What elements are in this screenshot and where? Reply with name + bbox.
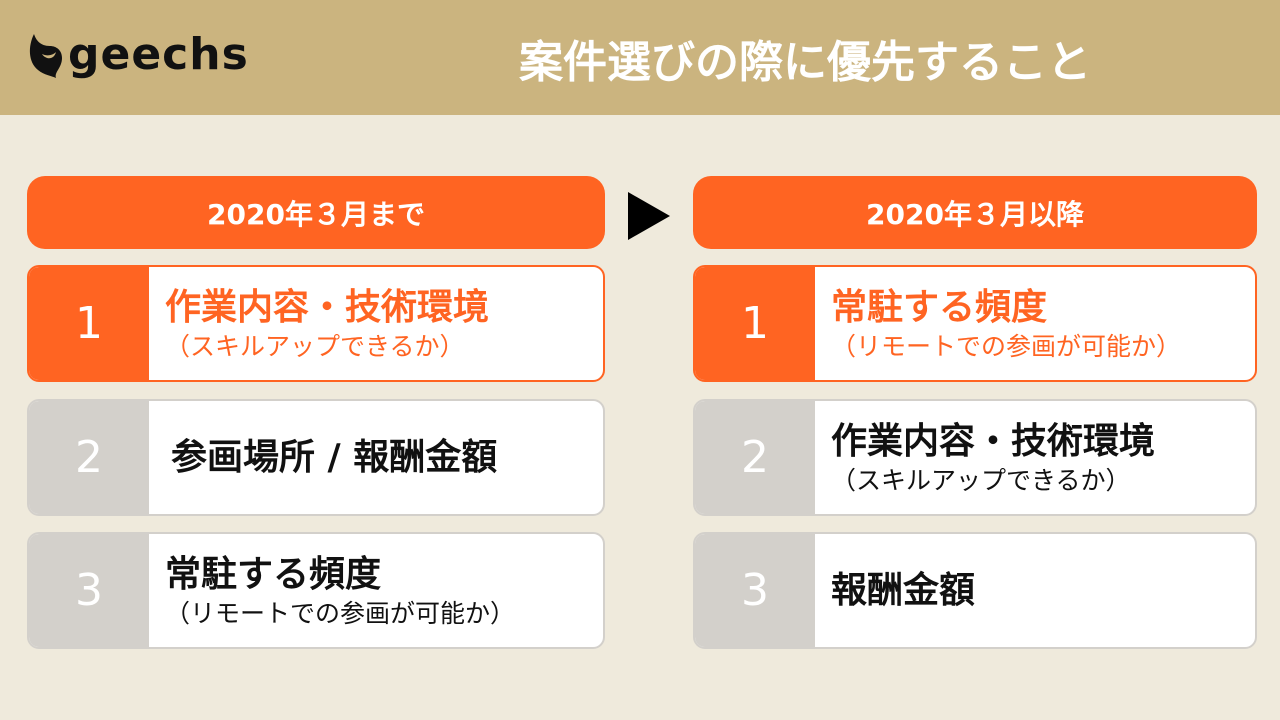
item-sub: （リモートでの参画が可能か）: [165, 598, 516, 628]
list-item: 3 報酬金額: [693, 532, 1257, 649]
after-header: 2020年３月以降: [693, 176, 1257, 249]
arrow-right-icon: [628, 192, 670, 240]
logo-flame-icon: [29, 34, 62, 78]
rank-number: 2: [695, 401, 815, 514]
before-column: 2020年３月まで 1 作業内容・技術環境（スキルアップできるか） 2 参画場所…: [27, 176, 605, 649]
rank-number: 1: [695, 267, 815, 380]
list-item: 1 常駐する頻度（リモートでの参画が可能か）: [693, 265, 1257, 382]
logo: geechs: [28, 32, 249, 78]
rank-number: 2: [29, 401, 149, 514]
item-sub: （スキルアップできるか）: [831, 465, 1131, 495]
list-item: 2 作業内容・技術環境（スキルアップできるか）: [693, 399, 1257, 516]
item-main: 参画場所 / 報酬金額: [171, 436, 498, 478]
rank-number: 1: [29, 267, 149, 380]
item-main: 作業内容・技術環境: [165, 286, 490, 328]
header-bar: geechs 案件選びの際に優先すること: [0, 0, 1280, 115]
list-item: 2 参画場所 / 報酬金額: [27, 399, 605, 516]
item-sub: （スキルアップできるか）: [165, 331, 465, 361]
list-item: 1 作業内容・技術環境（スキルアップできるか）: [27, 265, 605, 382]
list-item: 3 常駐する頻度（リモートでの参画が可能か）: [27, 532, 605, 649]
logo-text: geechs: [68, 29, 249, 80]
rank-number: 3: [695, 534, 815, 647]
before-header: 2020年３月まで: [27, 176, 605, 249]
item-main: 作業内容・技術環境: [831, 420, 1156, 462]
item-main: 報酬金額: [831, 569, 976, 611]
item-main: 常駐する頻度: [831, 286, 1048, 328]
item-main: 常駐する頻度: [165, 553, 382, 595]
rank-number: 3: [29, 534, 149, 647]
after-column: 2020年３月以降 1 常駐する頻度（リモートでの参画が可能か） 2 作業内容・…: [693, 176, 1257, 649]
page-title: 案件選びの際に優先すること: [519, 36, 1091, 88]
item-sub: （リモートでの参画が可能か）: [831, 331, 1182, 361]
